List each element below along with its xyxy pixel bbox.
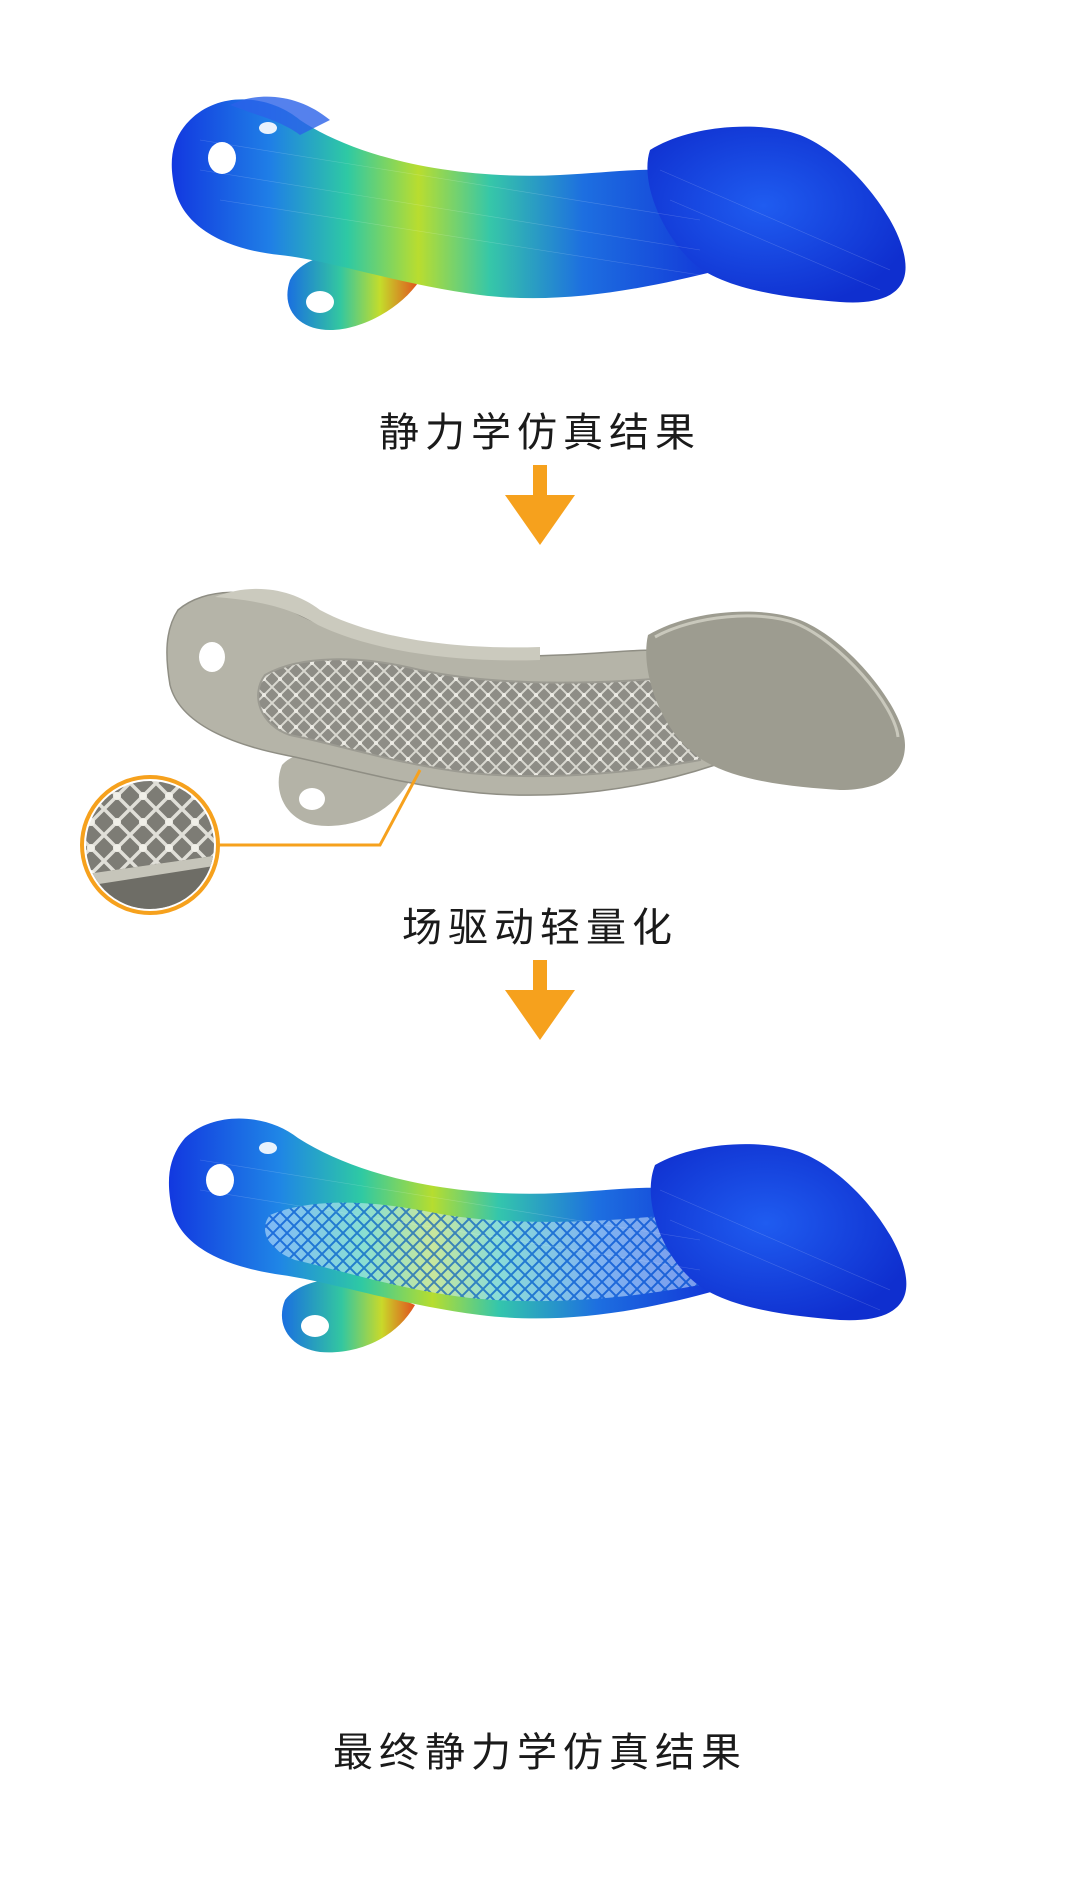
mount-hole-icon [301,1315,329,1337]
pivot-hole-icon [208,142,236,174]
mount-hole-icon [306,291,334,313]
fea-main-body [171,99,720,299]
down-arrow-icon [0,960,1080,1045]
step-2-caption: 场驱动轻量化 [402,905,678,951]
fea-pedal-pad [647,126,906,303]
lattice-infill [257,658,705,778]
down-arrow-icon [0,465,1080,550]
step-1-caption: 静力学仿真结果 [379,410,701,456]
pivot-hole-icon [199,642,225,672]
pivot-hole-icon [206,1164,234,1196]
mount-hole-icon [299,788,325,810]
step-2-lattice-image [0,575,1080,915]
callout-leader-line [218,769,422,847]
final-fea-lattice-region [264,1202,704,1302]
bracket-final-fea-illustration [168,1118,907,1353]
step-3-final-fea-image [0,1100,1080,1400]
lattice-pedal-pad [646,611,905,790]
bracket-lattice-illustration [80,588,905,915]
bracket-fea-illustration [171,96,906,330]
step-1-fea-image [0,80,1080,410]
final-fea-pedal-pad [650,1144,907,1321]
step-3-caption: 最终静力学仿真结果 [333,1730,747,1776]
